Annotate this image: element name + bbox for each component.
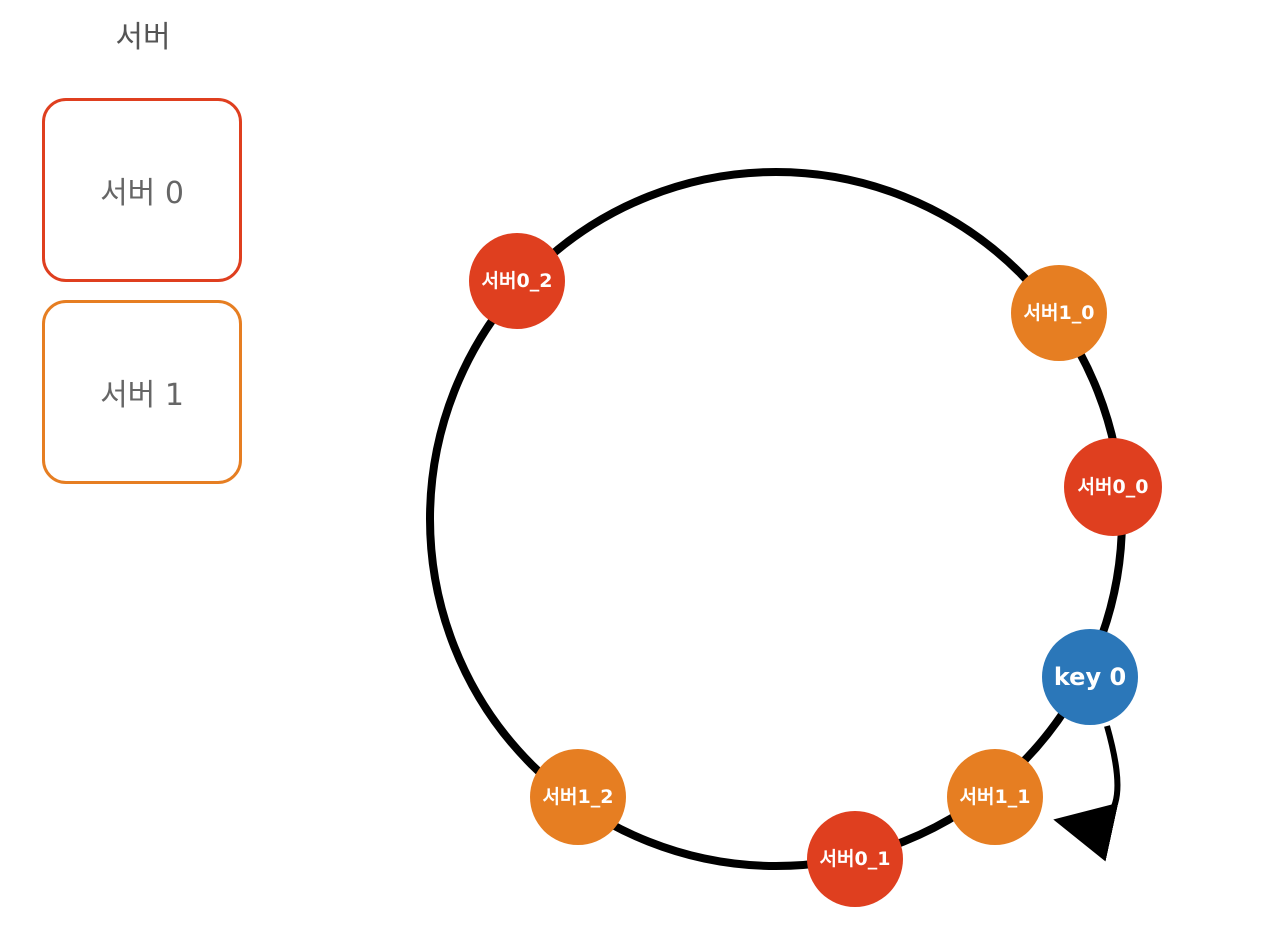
key-lookup-arrow [1053, 725, 1121, 862]
node-server1-0: 서버1_0 [1011, 265, 1107, 361]
node-label: 서버1_0 [1024, 302, 1095, 324]
node-circle [1064, 438, 1162, 536]
key-circle [1042, 629, 1138, 725]
node-server0-2: 서버0_2 [469, 233, 565, 329]
node-label: 서버0_2 [482, 270, 553, 292]
node-circle [530, 749, 626, 845]
node-server0-0: 서버0_0 [1064, 438, 1162, 536]
node-circle [807, 811, 903, 907]
node-server0-1: 서버0_1 [807, 811, 903, 907]
legend-server-0: 서버 0 [42, 98, 242, 282]
legend-title: 서버 [115, 20, 171, 55]
node-label: 서버1_1 [960, 786, 1031, 808]
node-key-0: key 0 [1042, 629, 1138, 725]
node-server1-1: 서버1_1 [947, 749, 1043, 845]
node-label: 서버0_1 [820, 848, 891, 870]
node-label: 서버0_0 [1078, 476, 1149, 498]
node-circle [947, 749, 1043, 845]
legend-server-1: 서버 1 [42, 300, 242, 484]
node-circle [1011, 265, 1107, 361]
node-circle [469, 233, 565, 329]
node-label: 서버1_2 [543, 786, 614, 808]
key-label: key 0 [1054, 663, 1126, 691]
node-server1-2: 서버1_2 [530, 749, 626, 845]
